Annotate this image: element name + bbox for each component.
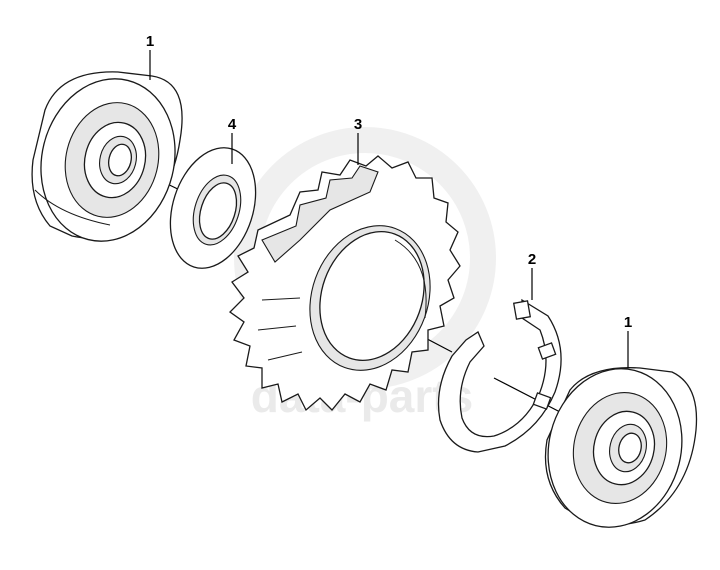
bearing-bottom-right — [544, 367, 698, 528]
gear — [228, 155, 461, 412]
bearing-top-left — [31, 71, 183, 242]
callouts: 1 4 3 2 1 — [146, 33, 632, 368]
callout-3: 3 — [354, 116, 362, 133]
callout-1-top: 1 — [146, 33, 154, 50]
lock-washer — [437, 298, 562, 453]
callout-1-bottom: 1 — [624, 314, 632, 331]
thrust-washer — [169, 147, 257, 269]
callout-2: 2 — [528, 251, 536, 268]
callout-4: 4 — [228, 116, 237, 133]
